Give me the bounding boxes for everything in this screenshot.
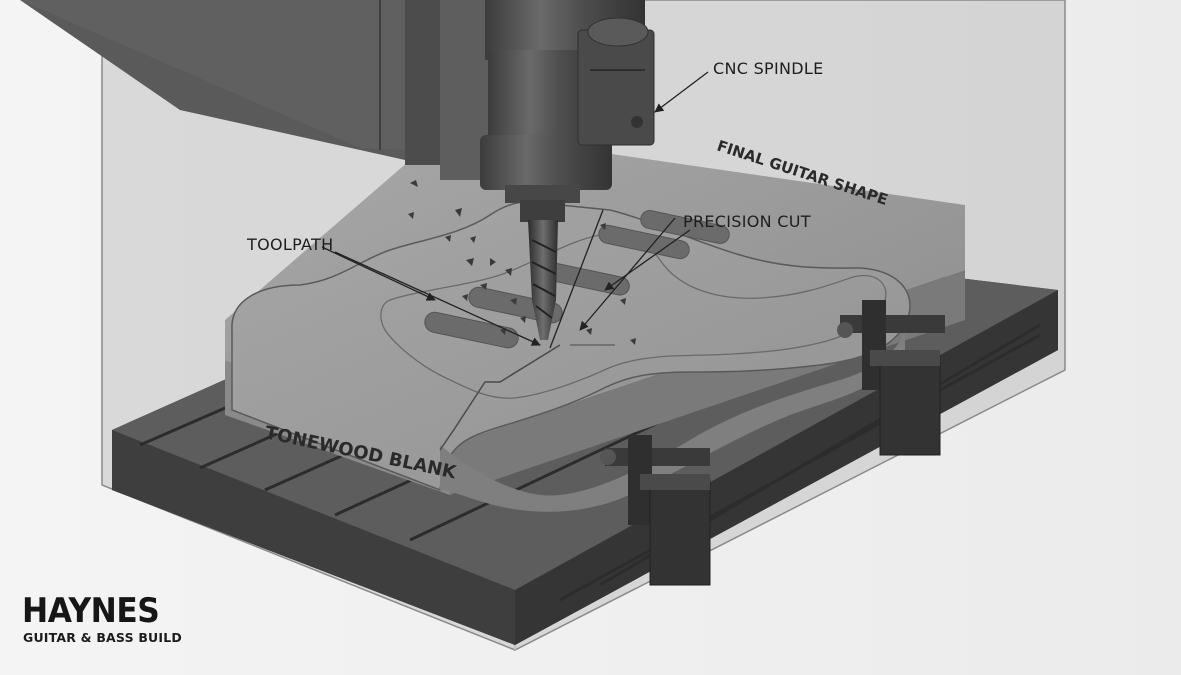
cnc-spindle-label: CNC SPINDLE xyxy=(713,59,824,78)
toolpath-arrow xyxy=(321,246,436,301)
precision-cut-label: PRECISION CUT xyxy=(683,212,811,231)
router-bit xyxy=(528,220,558,340)
clamp-right xyxy=(837,300,945,456)
gantry-beam xyxy=(20,0,470,160)
wood-chips xyxy=(408,180,636,345)
brand-name: HAYNES xyxy=(22,591,160,631)
guitar-body-shape xyxy=(231,200,911,512)
clamp-front xyxy=(600,435,711,586)
spindle-arrow xyxy=(654,71,709,113)
toolpath-arrow-2 xyxy=(334,251,541,346)
toolpath-label: TOOLPATH xyxy=(246,235,333,254)
cnc-spindle xyxy=(405,0,655,222)
callout-arrows xyxy=(321,71,709,349)
brand-tagline: GUITAR & BASS BUILD xyxy=(23,630,182,645)
precision-cut-arrow-2 xyxy=(604,229,691,291)
